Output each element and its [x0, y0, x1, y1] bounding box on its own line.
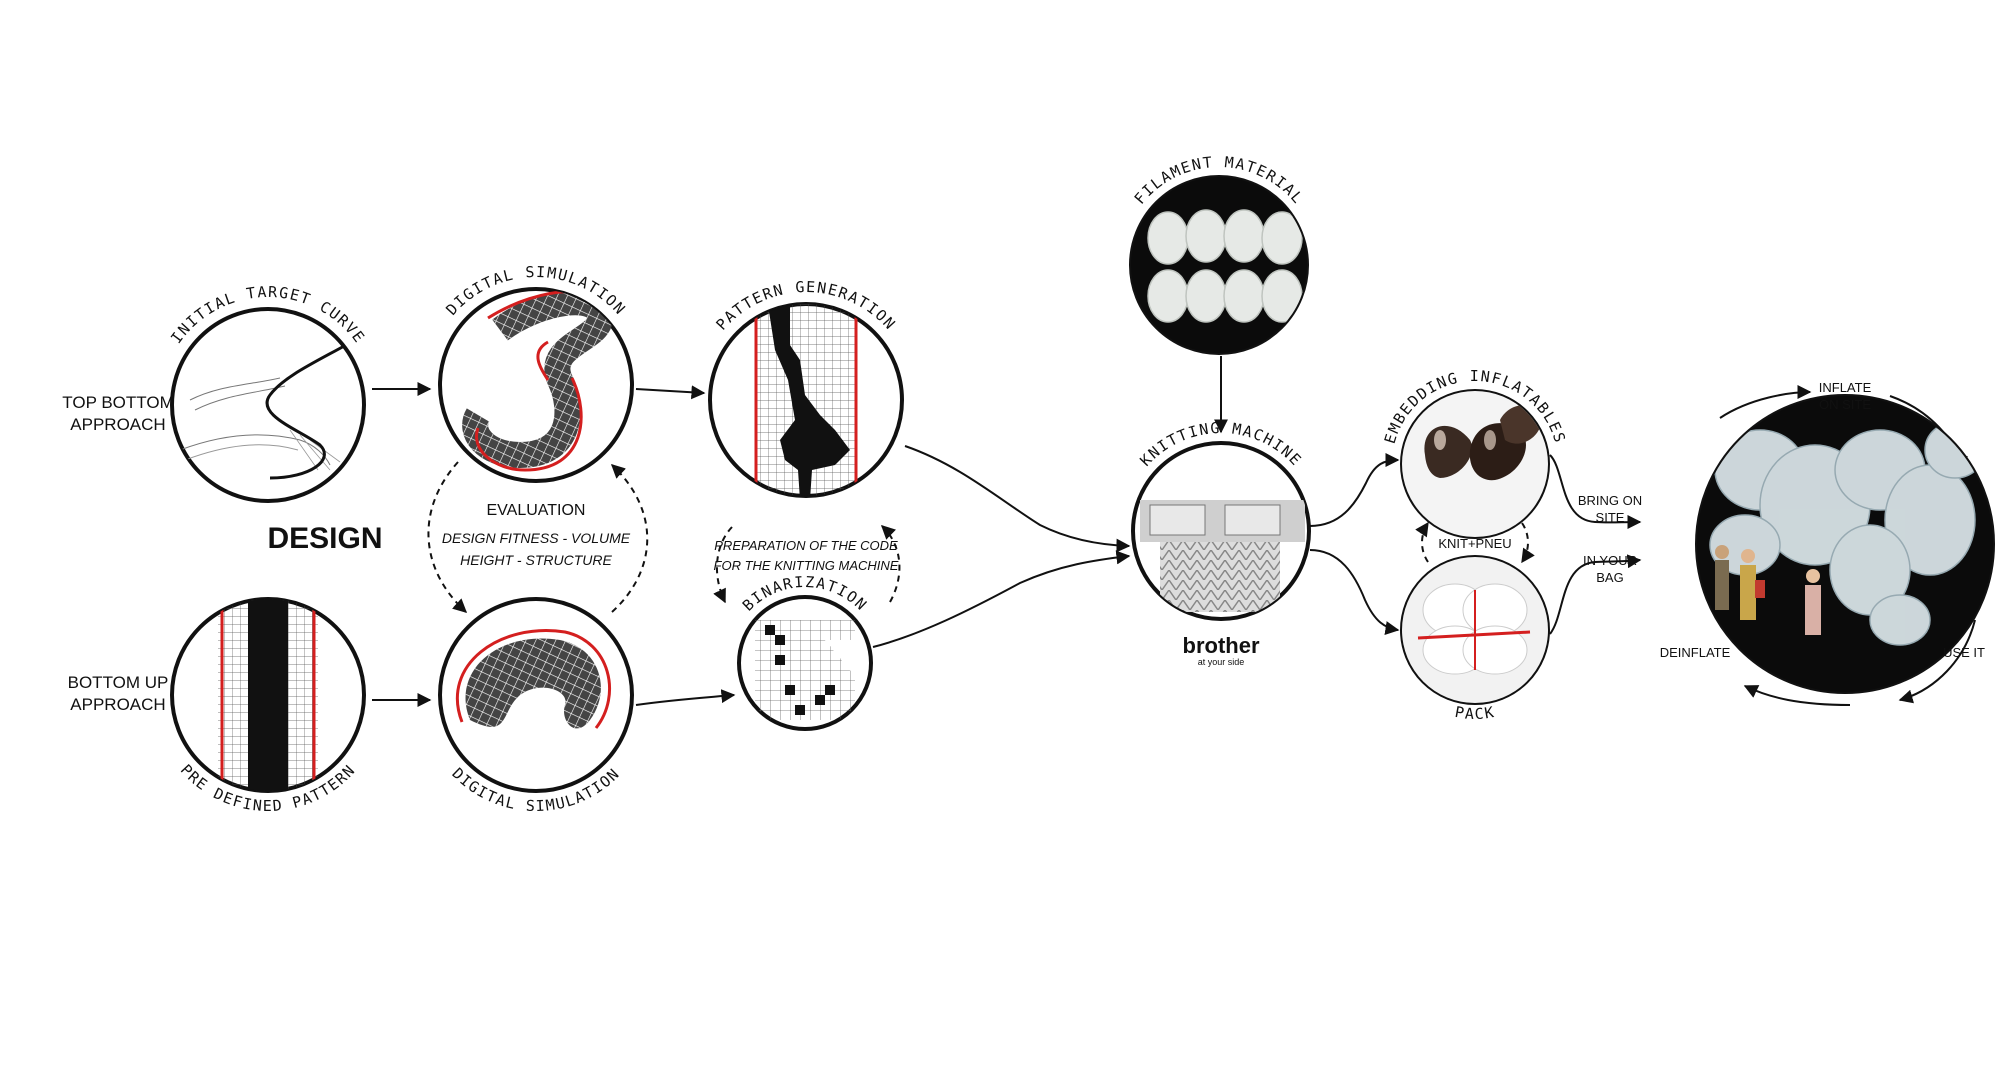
free-labels: TOP BOTTOM APPROACH BOTTOM UP APPROACH D…: [62, 380, 1985, 714]
cycle-arrow-top: [1719, 385, 1812, 419]
node-titles: INITIAL TARGET CURVE DIGITAL SIMULATION …: [167, 153, 1568, 815]
design-heading: DESIGN: [267, 522, 382, 555]
node-binarization: [737, 595, 873, 731]
arrow-machine-to-embedding: [1309, 453, 1400, 527]
arrow-embedding-to-site: [1549, 454, 1642, 530]
knitpneu-arrow-up: [1415, 521, 1429, 563]
node-filament-material: [1129, 175, 1309, 355]
arrow-machine-to-pack: [1309, 549, 1400, 635]
deinflate-label: DEINFLATE: [1660, 645, 1731, 660]
brand-tagline: at your side: [1198, 657, 1245, 667]
node-initial-target-curve: [170, 307, 366, 503]
arrow-pattern-to-machine: [904, 445, 1131, 553]
prep-arrow-down: [713, 526, 733, 604]
bring-on-site-1: BRING ON: [1578, 493, 1642, 508]
top-bottom-label-2: APPROACH: [70, 415, 165, 434]
top-bottom-label-1: TOP BOTTOM: [62, 393, 173, 412]
node-digital-simulation-top: [438, 287, 634, 483]
in-your-bag-2: BAG: [1596, 570, 1623, 585]
title-pack: PACK: [1453, 703, 1496, 723]
node-pre-defined-pattern: [170, 597, 366, 793]
node-on-site-photo: [1695, 394, 1995, 694]
prep-label-2: FOR THE KNITTING MACHINE: [714, 558, 899, 573]
node-digital-simulation-bottom: [438, 597, 634, 793]
arrow-pack-to-site: [1549, 554, 1642, 635]
node-pack: [1400, 555, 1550, 705]
inflate-label-2: ON SITE: [1819, 397, 1871, 412]
cycle-arrow-bottom: [1743, 685, 1851, 706]
people-silhouettes: [1715, 545, 1821, 635]
bottom-up-label-1: BOTTOM UP: [68, 673, 169, 692]
eval-arrow-down: [427, 461, 468, 613]
knit-pneu-label: KNIT+PNEU: [1438, 536, 1511, 551]
bottom-up-label-2: APPROACH: [70, 695, 165, 714]
bring-on-site-2: SITE: [1596, 510, 1625, 525]
arrow-sim-to-binarization: [635, 689, 736, 706]
node-pattern-generation: [708, 302, 904, 498]
node-knitting-machine: brother at your side: [1131, 441, 1311, 667]
brand-logo: brother: [1183, 633, 1260, 658]
eval-arrow-up: [610, 464, 649, 613]
prep-label-1: PREPARATION OF THE CODE: [714, 538, 898, 553]
node-embedding-inflatables: [1400, 389, 1550, 539]
cycle-arrow-bottomright: [1898, 619, 1976, 704]
arrow-sim-to-pattern: [635, 385, 706, 400]
inflate-label-1: INFLATE: [1819, 380, 1872, 395]
evaluation-label: EVALUATION: [487, 502, 586, 519]
evaluation-sub-2: HEIGHT - STRUCTURE: [460, 552, 612, 568]
evaluation-sub-1: DESIGN FITNESS - VOLUME: [442, 530, 631, 546]
connectors: [372, 356, 1976, 707]
in-your-bag-1: IN YOUR: [1583, 553, 1637, 568]
knitpneu-arrow-down: [1521, 522, 1535, 564]
arrow-binarization-to-machine: [872, 550, 1131, 648]
use-it-label: USE IT: [1943, 645, 1985, 660]
